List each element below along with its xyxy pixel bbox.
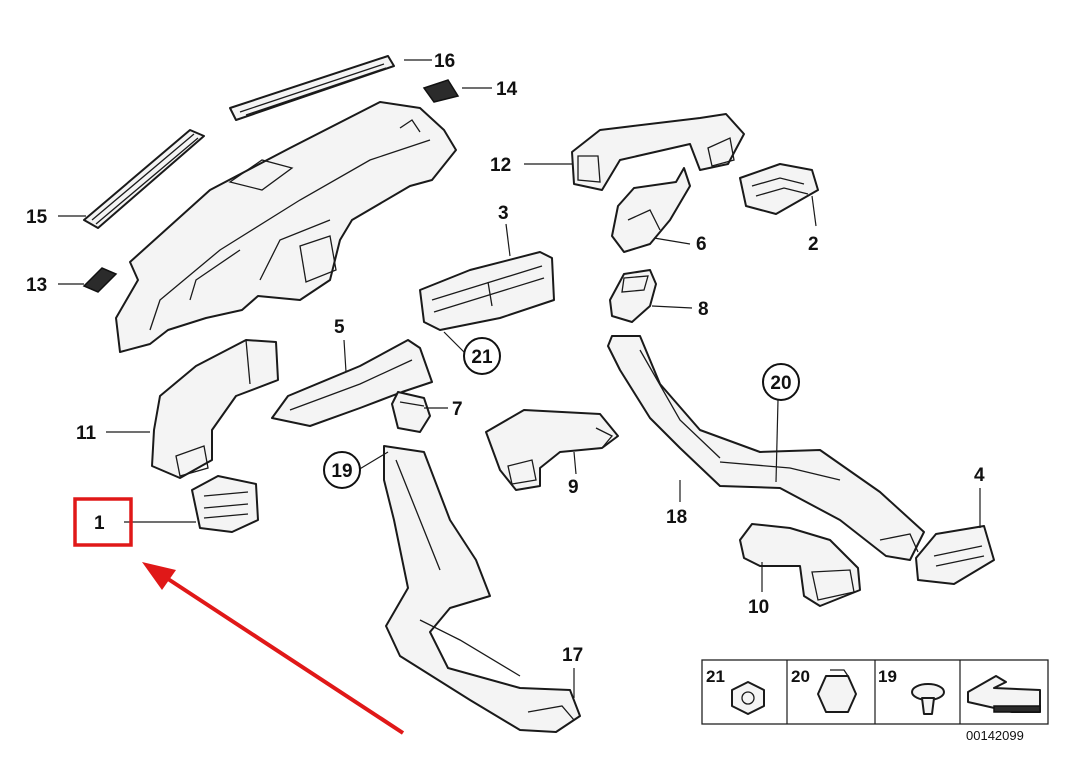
callout-18: 18	[666, 507, 687, 528]
part-17-floor-duct	[383, 445, 581, 733]
svg-text:21: 21	[706, 667, 725, 686]
callout-8: 8	[698, 299, 709, 320]
callout-21-circle: 21	[463, 337, 501, 375]
callout-3: 3	[498, 203, 509, 224]
callout-2: 2	[808, 234, 819, 255]
callout-15: 15	[26, 207, 48, 228]
legend-item-21: 21	[706, 667, 765, 715]
part-1-left-vent	[191, 475, 259, 533]
part-13-small-vent	[82, 267, 118, 293]
part-6-duct-connector	[611, 167, 691, 253]
part-2-side-vent	[739, 163, 819, 215]
legend-item-19: 19	[878, 667, 945, 715]
leader-lines	[58, 59, 981, 698]
part-12-upper-duct	[571, 113, 745, 191]
callout-20-circle: 20	[762, 363, 800, 401]
part-18-right-floor-duct	[607, 335, 925, 561]
part-4-right-vent	[915, 525, 995, 585]
callout-10: 10	[748, 597, 769, 618]
svg-text:20: 20	[791, 667, 810, 686]
part-15-side-defrost-grille	[83, 129, 205, 229]
callout-14: 14	[496, 79, 518, 100]
callout-9: 9	[568, 477, 579, 498]
part-8-elbow	[609, 269, 657, 323]
svg-text:19: 19	[878, 667, 897, 686]
callout-1: 1	[94, 513, 105, 534]
svg-text:21: 21	[471, 347, 493, 368]
callout-17: 17	[562, 645, 583, 666]
callout-6: 6	[696, 234, 707, 255]
svg-text:20: 20	[770, 373, 791, 394]
direction-arrow-icon	[967, 675, 1041, 713]
diagram-code: 00142099	[966, 728, 1024, 743]
dashboard-carrier	[115, 101, 457, 353]
legend-item-20: 20	[791, 667, 857, 713]
part-14-small-vent	[422, 79, 460, 103]
callout-19-circle: 19	[323, 451, 361, 489]
fastener-legend: 21 20 19 00142099	[701, 659, 1049, 743]
callout-7: 7	[452, 399, 463, 420]
highlight-box	[73, 497, 133, 547]
part-9-middle-duct	[485, 409, 619, 491]
part-16-defrost-grille	[229, 55, 395, 121]
flange-nut-icon	[731, 681, 765, 715]
part-7-connector	[391, 391, 431, 433]
callout-12: 12	[490, 155, 511, 176]
callout-13: 13	[26, 275, 47, 296]
svg-text:19: 19	[331, 461, 352, 482]
part-3-center-vent	[419, 251, 555, 331]
callout-numbers: 16 14 15 13 12 2 3 6 8 5 7 11 1 9 18 4 1…	[26, 51, 985, 666]
red-arrow-icon	[142, 562, 405, 735]
callout-5: 5	[334, 317, 345, 338]
part-10-lower-duct	[739, 523, 861, 607]
callout-11: 11	[76, 423, 97, 444]
callout-4: 4	[974, 465, 985, 486]
part-5-center-duct	[271, 339, 433, 427]
part-11-left-duct	[151, 339, 279, 479]
hex-nut-icon	[817, 669, 857, 713]
callout-16: 16	[434, 51, 455, 72]
clip-icon	[911, 683, 945, 715]
